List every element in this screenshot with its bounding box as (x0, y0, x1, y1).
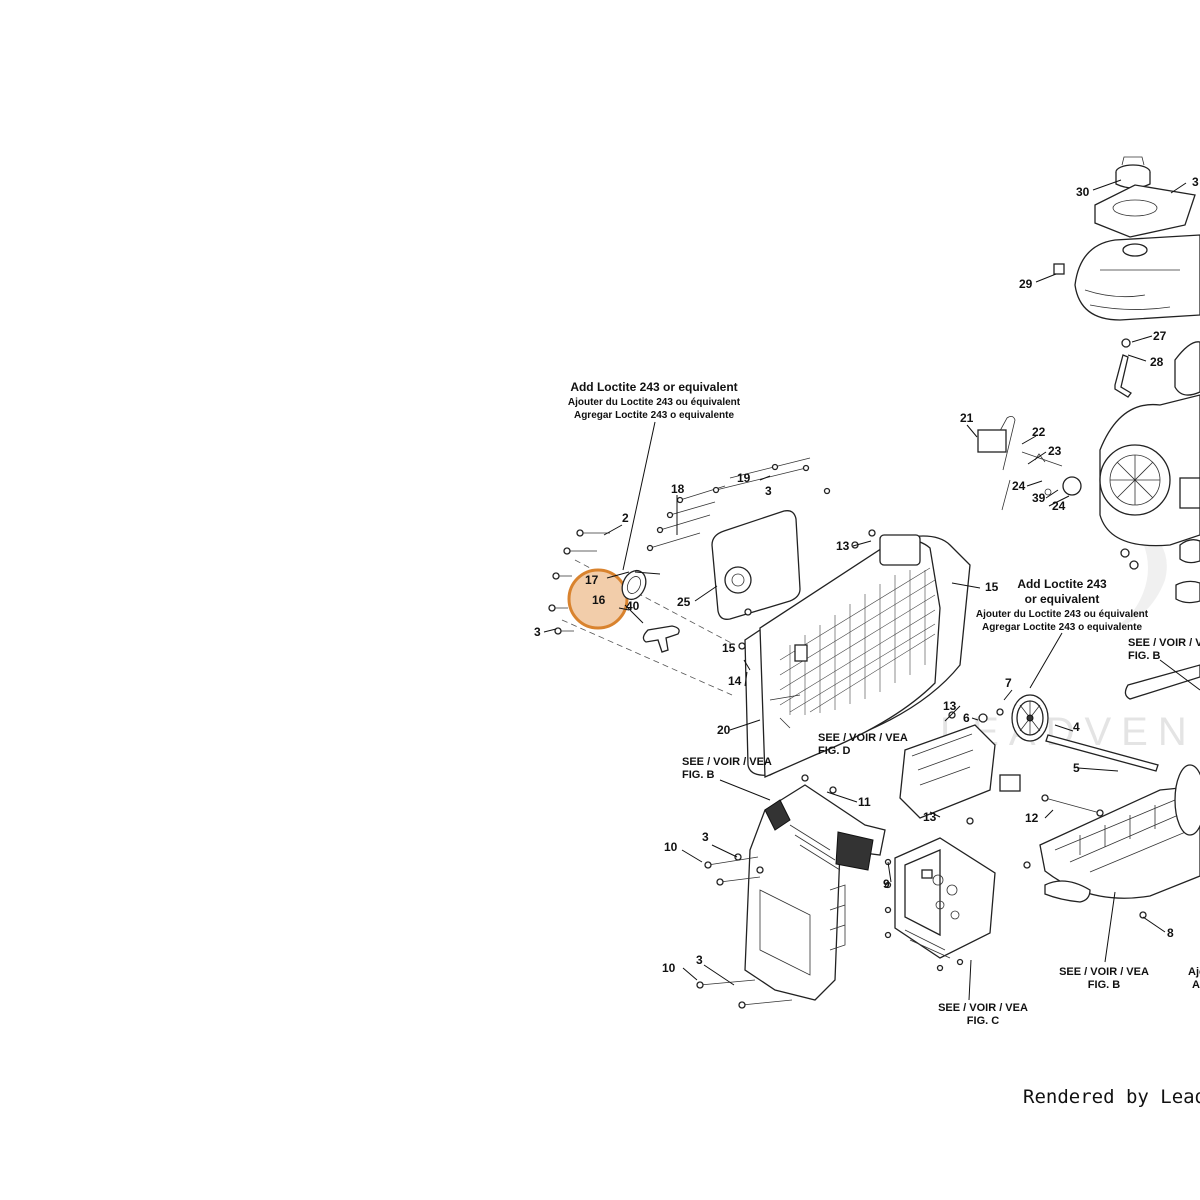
engine-mount-brackets (1120, 539, 1200, 604)
svg-text:A: A (1192, 979, 1200, 991)
air-filter-cover (711, 510, 801, 620)
svg-text:Ajouter du Loctite 243 ou équi: Ajouter du Loctite 243 ou équivalent (976, 609, 1149, 620)
callout-13-low: 13 (923, 810, 937, 824)
svg-text:FIG. B: FIG. B (1128, 650, 1160, 662)
fuel-hose (1114, 338, 1132, 398)
svg-text:FIG. B: FIG. B (1088, 979, 1120, 991)
note-clipped-right: Ajo A (1188, 966, 1200, 991)
note-loctite-left: Add Loctite 243 or equivalent Ajouter du… (568, 380, 741, 421)
svg-text:or equivalent: or equivalent (1025, 592, 1100, 606)
callout-3-mid: 3 (765, 484, 772, 498)
callout-3-front-bottom: 3 (696, 953, 703, 967)
callout-13-top: 13 (836, 539, 850, 553)
throttle-linkage (977, 416, 1082, 511)
callout-29: 29 (1019, 277, 1033, 291)
base-frame (1023, 764, 1200, 919)
callout-5: 5 (1073, 761, 1080, 775)
callout-27: 27 (1153, 329, 1167, 343)
render-credit: Rendered by LeadVen (1023, 1086, 1200, 1108)
note-see-fig-b-right: SEE / VOIR / VE FIG. B (1128, 637, 1200, 662)
tank-top-cover (1094, 184, 1196, 238)
leader-lines (543, 179, 1200, 1001)
fuel-cap (1115, 156, 1151, 189)
watermark-logo (1110, 520, 1167, 630)
bolts-left (548, 529, 610, 635)
ground-wire (1041, 794, 1104, 817)
callout-15-left: 15 (722, 641, 736, 655)
note-loctite-right: Add Loctite 243 or equivalent Ajouter du… (976, 577, 1149, 633)
svg-text:SEE / VOIR / VEA: SEE / VOIR / VEA (1059, 966, 1149, 978)
callout-3-left: 3 (534, 625, 541, 639)
svg-text:Agregar Loctite 243 o equivale: Agregar Loctite 243 o equivalente (574, 410, 734, 421)
axle (1045, 734, 1159, 772)
callout-24-b: 24 (1052, 499, 1066, 513)
wheel-fasteners (978, 708, 1004, 723)
callout-6: 6 (963, 711, 970, 725)
front-cover (744, 774, 886, 1001)
callout-4: 4 (1073, 720, 1080, 734)
inverter-panel (884, 837, 996, 972)
note-see-fig-d: SEE / VOIR / VEA FIG. D (818, 732, 908, 757)
callout-19: 19 (737, 471, 751, 485)
callout-18: 18 (671, 482, 685, 496)
callout-7: 7 (1005, 676, 1012, 690)
svg-text:SEE / VOIR / VEA: SEE / VOIR / VEA (818, 732, 908, 744)
front-cover-bolts (696, 853, 793, 1009)
callout-10-bottom: 10 (662, 961, 676, 975)
callout-3-front-top: 3 (702, 830, 709, 844)
callout-21: 21 (960, 411, 974, 425)
note-see-fig-c: SEE / VOIR / VEA FIG. C (938, 1002, 1028, 1027)
fuel-tank (1053, 234, 1200, 321)
bolts-18-19 (646, 457, 831, 552)
callout-8: 8 (1167, 926, 1174, 940)
callout-14: 14 (728, 674, 742, 688)
starter-handle (642, 625, 680, 653)
callout-40: 40 (626, 599, 640, 613)
callout-13-mid: 13 (943, 699, 957, 713)
svg-text:SEE / VOIR / VEA: SEE / VOIR / VEA (682, 756, 772, 768)
svg-text:Add Loctite 243 or equivalent: Add Loctite 243 or equivalent (570, 380, 737, 394)
callout-28: 28 (1150, 355, 1164, 369)
callout-labels: 30 3 29 27 28 21 22 23 24 39 24 2 17 16 … (534, 175, 1199, 975)
callout-15-right: 15 (985, 580, 999, 594)
svg-text:SEE / VOIR / VE: SEE / VOIR / VE (1128, 637, 1200, 649)
svg-text:SEE / VOIR / VEA: SEE / VOIR / VEA (938, 1002, 1028, 1014)
callout-2: 2 (622, 511, 629, 525)
callout-3-top: 3 (1192, 175, 1199, 189)
svg-text:Agregar Loctite 243 o equivale: Agregar Loctite 243 o equivalente (982, 622, 1142, 633)
callout-25: 25 (677, 595, 691, 609)
callout-39: 39 (1032, 491, 1046, 505)
svg-text:Ajo: Ajo (1188, 966, 1200, 978)
callout-23: 23 (1048, 444, 1062, 458)
svg-text:FIG. C: FIG. C (967, 1015, 999, 1027)
wheel (1011, 694, 1049, 742)
callout-11: 11 (858, 795, 871, 809)
svg-text:FIG. D: FIG. D (818, 745, 850, 757)
callout-17: 17 (585, 573, 599, 587)
svg-text:Add Loctite 243: Add Loctite 243 (1017, 577, 1107, 591)
callout-24-a: 24 (1012, 479, 1026, 493)
callout-10-top: 10 (664, 840, 678, 854)
svg-text:Ajouter du Loctite 243 ou équi: Ajouter du Loctite 243 ou équivalent (568, 397, 741, 408)
recoil-housing-assembly (548, 529, 736, 696)
control-module (899, 711, 1021, 825)
recoil-pulley (621, 569, 647, 601)
note-see-fig-b-bottom: SEE / VOIR / VEA FIG. B (1059, 966, 1149, 991)
engine (1099, 341, 1200, 547)
callout-22: 22 (1032, 425, 1046, 439)
note-see-fig-b-top: SEE / VOIR / VEA FIG. B (682, 756, 772, 781)
highlight-circle[interactable] (567, 568, 629, 630)
callout-12: 12 (1025, 811, 1039, 825)
side-cover (738, 529, 971, 778)
callout-9: 9 (883, 877, 890, 891)
callout-20: 20 (717, 723, 731, 737)
callout-16: 16 (592, 593, 606, 607)
callout-30: 30 (1076, 185, 1090, 199)
svg-text:FIG. B: FIG. B (682, 769, 714, 781)
